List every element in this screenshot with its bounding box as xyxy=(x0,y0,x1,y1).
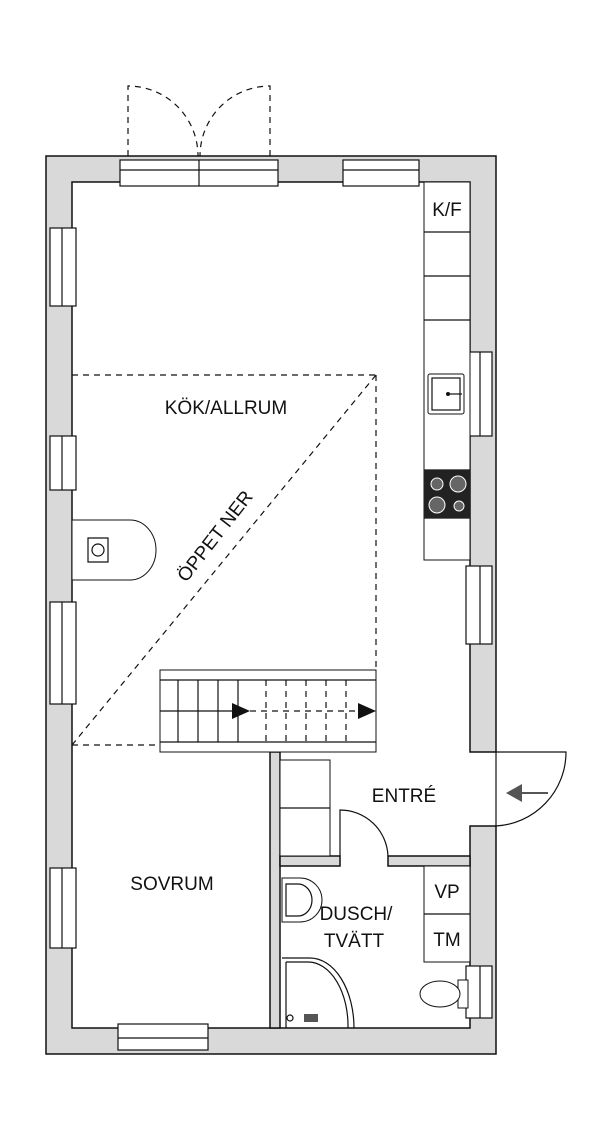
entrance-door[interactable] xyxy=(495,751,567,827)
open-below-label: ÖPPET NER xyxy=(174,487,258,586)
shower-icon xyxy=(282,957,355,1029)
stove-icon xyxy=(424,470,470,518)
fireplace-icon xyxy=(71,519,157,581)
room-label-bedroom: SOVRUM xyxy=(130,874,213,895)
heat-pump-label: VP xyxy=(434,882,459,903)
windows xyxy=(49,159,493,1051)
window xyxy=(49,435,77,491)
window xyxy=(342,159,420,187)
balcony-door-swing xyxy=(127,85,271,157)
staircase xyxy=(159,669,377,753)
kitchen-counter: K/F xyxy=(423,181,471,561)
room-label-bath-1: DUSCH/ xyxy=(320,904,394,925)
dryer-label: TM xyxy=(433,930,460,951)
window xyxy=(49,601,77,705)
stair-arrow-icon xyxy=(358,703,376,719)
toilet-icon xyxy=(419,979,469,1009)
window xyxy=(49,867,77,949)
room-label-bath-2: TVÄTT xyxy=(324,931,385,952)
window xyxy=(49,227,77,307)
stair-arrow-icon xyxy=(232,703,250,719)
fridge-freezer-label: K/F xyxy=(432,200,462,221)
window xyxy=(465,965,493,1019)
bathroom-fixtures: VP TM xyxy=(281,865,471,1029)
washbasin-icon xyxy=(281,877,323,923)
entrance-arrow-icon xyxy=(506,784,548,802)
bathroom-door[interactable] xyxy=(339,809,389,857)
room-label-entrance: ENTRÉ xyxy=(372,786,436,807)
window xyxy=(465,565,493,645)
window xyxy=(117,1023,209,1051)
room-label-kitchen: KÖK/ALLRUM xyxy=(165,398,287,419)
wardrobe xyxy=(279,759,331,857)
sink-icon xyxy=(427,373,465,415)
